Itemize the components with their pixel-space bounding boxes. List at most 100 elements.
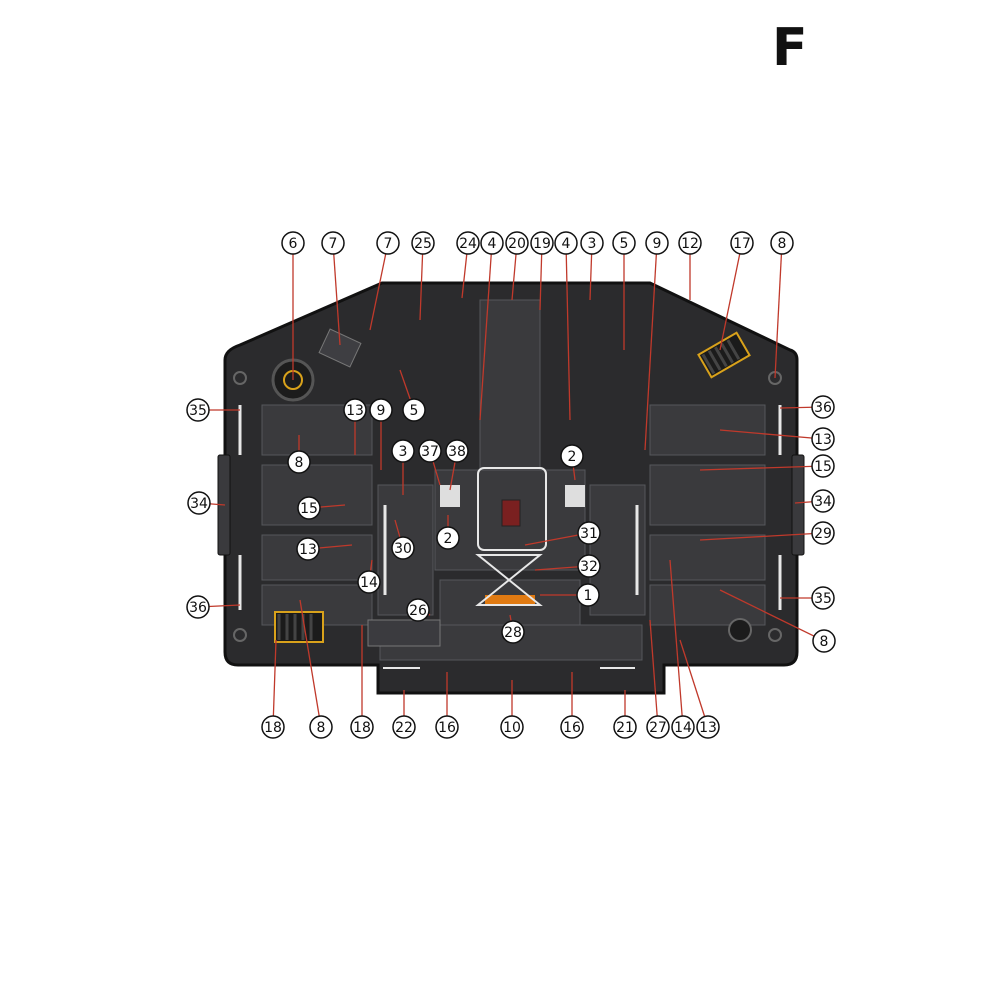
callout-number: 25 xyxy=(414,236,432,252)
callout-9: 9 xyxy=(369,398,393,422)
callout-8: 8 xyxy=(770,231,794,255)
callout-27: 27 xyxy=(646,715,670,739)
callout-circle xyxy=(343,398,367,422)
crate xyxy=(318,328,362,368)
callout-circle xyxy=(480,231,504,255)
callout-circle xyxy=(186,595,210,619)
carriage-core xyxy=(501,499,521,527)
callout-15: 15 xyxy=(811,454,835,478)
callout-14: 14 xyxy=(357,570,381,594)
callout-circle xyxy=(500,715,524,739)
callout-number: 6 xyxy=(289,236,298,252)
callout-circle xyxy=(281,231,305,255)
leader-line xyxy=(565,242,571,421)
callout-number: 38 xyxy=(448,444,466,460)
leader-line xyxy=(719,429,824,440)
callout-8: 8 xyxy=(309,715,333,739)
callout-circle xyxy=(613,715,637,739)
floor-panel xyxy=(479,299,541,471)
callout-circle xyxy=(576,583,600,607)
callout-number: 4 xyxy=(562,236,571,252)
corner-bolt xyxy=(233,371,247,385)
carriage-outline xyxy=(477,467,547,551)
callout-number: 36 xyxy=(814,400,832,416)
callout-38: 38 xyxy=(445,439,469,463)
callout-circle xyxy=(554,231,578,255)
callout-13: 13 xyxy=(343,398,367,422)
callout-number: 8 xyxy=(778,236,787,252)
orange-band xyxy=(485,595,535,605)
floor-panel xyxy=(649,464,766,526)
callout-circle xyxy=(811,454,835,478)
callout-2: 2 xyxy=(436,526,460,550)
callout-circle xyxy=(645,231,669,255)
callout-circle xyxy=(456,231,480,255)
callout-circle xyxy=(436,526,460,550)
callout-circle xyxy=(296,537,320,561)
callout-circle xyxy=(577,521,601,545)
callout-number: 36 xyxy=(189,600,207,616)
callout-31: 31 xyxy=(577,521,601,545)
callout-number: 31 xyxy=(580,526,598,542)
callout-15: 15 xyxy=(297,496,321,520)
callout-circle xyxy=(560,715,584,739)
callout-circle xyxy=(577,554,601,578)
callout-number: 7 xyxy=(384,236,393,252)
callout-circle xyxy=(770,231,794,255)
hazard-stripe xyxy=(697,331,751,379)
right-rail xyxy=(791,454,805,556)
callout-1: 1 xyxy=(576,583,600,607)
callout-circle xyxy=(505,231,529,255)
callout-circle xyxy=(187,491,211,515)
callout-number: 2 xyxy=(568,449,577,465)
callout-number: 14 xyxy=(674,720,692,736)
machinery-block xyxy=(367,619,441,647)
callout-number: 37 xyxy=(421,444,439,460)
callout-circle xyxy=(501,620,525,644)
corner-bolt xyxy=(768,628,782,642)
floor-panel xyxy=(649,534,766,581)
callout-34: 34 xyxy=(187,491,211,515)
callout-17: 17 xyxy=(730,231,754,255)
callout-number: 8 xyxy=(317,720,326,736)
callout-35: 35 xyxy=(186,398,210,422)
leader-line xyxy=(719,589,825,642)
hazard-stripe xyxy=(274,611,324,643)
callout-number: 5 xyxy=(620,236,629,252)
callout-number: 13 xyxy=(346,403,364,419)
callout-37: 37 xyxy=(418,439,442,463)
callout-number: 26 xyxy=(409,603,427,619)
callout-number: 2 xyxy=(444,531,453,547)
callout-circle xyxy=(391,439,415,463)
callout-26: 26 xyxy=(406,598,430,622)
callout-25: 25 xyxy=(411,231,435,255)
callout-12: 12 xyxy=(678,231,702,255)
leader-line xyxy=(679,639,709,728)
callout-circle xyxy=(297,496,321,520)
leader-line xyxy=(479,242,493,421)
callout-number: 9 xyxy=(377,403,386,419)
callout-22: 22 xyxy=(392,715,416,739)
leader-line xyxy=(719,242,743,351)
white-chevron-block xyxy=(565,485,585,507)
callout-circle xyxy=(391,536,415,560)
callout-circle xyxy=(811,395,835,419)
callout-circle xyxy=(406,598,430,622)
callout-circle xyxy=(811,521,835,545)
callout-number: 20 xyxy=(508,236,526,252)
callout-circle xyxy=(812,629,836,653)
callout-number: 35 xyxy=(814,591,832,607)
callout-2: 2 xyxy=(560,444,584,468)
callout-circle xyxy=(811,427,835,451)
callout-number: 28 xyxy=(504,625,522,641)
callout-16: 16 xyxy=(560,715,584,739)
callout-9: 9 xyxy=(645,231,669,255)
callout-circle xyxy=(402,398,426,422)
callout-circle xyxy=(530,231,554,255)
callout-circle xyxy=(678,231,702,255)
callout-4: 4 xyxy=(480,231,504,255)
leader-line xyxy=(272,639,277,728)
callout-34: 34 xyxy=(811,489,835,513)
leader-line xyxy=(299,599,322,728)
